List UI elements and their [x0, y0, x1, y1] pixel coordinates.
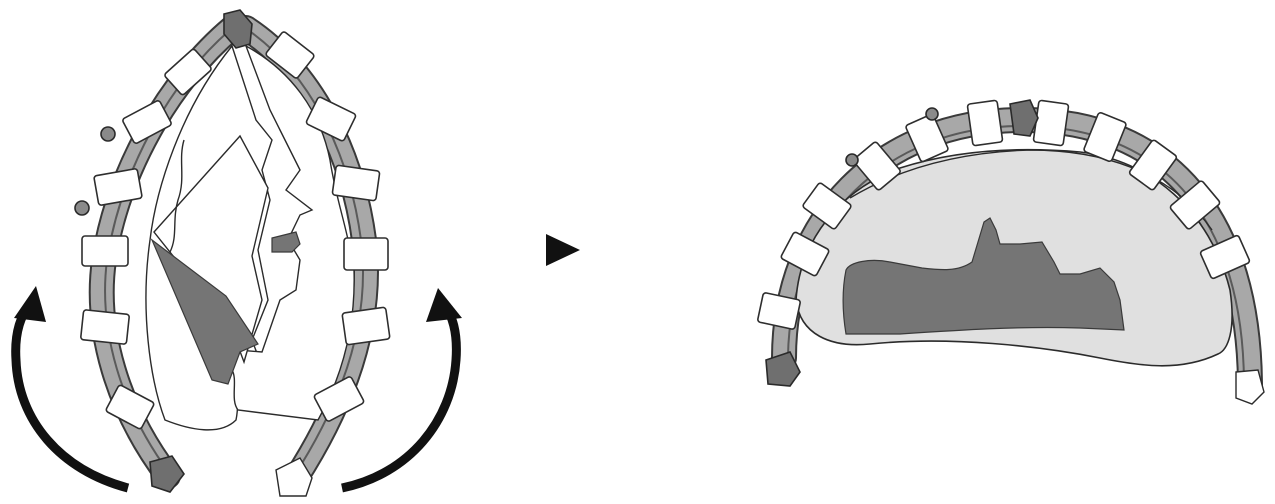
strap — [1032, 99, 1070, 147]
right-arm-straps — [265, 31, 391, 422]
strap — [331, 164, 381, 202]
strap — [164, 48, 212, 96]
strap — [122, 100, 172, 144]
top-hinge — [1009, 99, 1039, 137]
top-hinge — [223, 9, 253, 49]
strap — [966, 99, 1004, 147]
left-end-cap — [765, 351, 801, 387]
strap — [1128, 139, 1178, 191]
strap — [757, 292, 801, 330]
arc-hardware — [765, 99, 1265, 405]
strap — [1199, 234, 1251, 280]
strap — [343, 237, 389, 271]
strap — [341, 306, 391, 346]
bottom-right-end-cap — [275, 457, 313, 497]
knob — [925, 107, 939, 121]
knob — [845, 153, 859, 167]
strap — [1083, 112, 1127, 162]
dark-insert — [842, 217, 1125, 335]
strap — [780, 231, 830, 277]
strap — [81, 235, 129, 267]
dark-insert-left — [150, 238, 259, 385]
dark-insert-small — [271, 231, 301, 253]
right-end-cap — [1235, 369, 1265, 405]
strap — [80, 309, 130, 345]
rotation-arrow-left — [11, 286, 130, 493]
left-arm-straps — [80, 48, 212, 430]
garment-rim — [849, 149, 1213, 231]
arrowhead-icon — [426, 288, 462, 322]
strap — [93, 168, 143, 206]
rotation-arrow-right — [341, 288, 462, 493]
bottom-left-end-cap — [149, 455, 185, 493]
knob — [74, 200, 90, 216]
seam-line — [169, 139, 185, 253]
strap — [905, 113, 949, 163]
strap — [265, 31, 315, 79]
strap — [305, 96, 357, 142]
strap — [313, 376, 365, 422]
closed-frame-assembly — [757, 99, 1265, 405]
knob — [100, 126, 116, 142]
frame-hardware — [74, 9, 313, 497]
strap — [802, 182, 852, 230]
garment-outline — [145, 44, 355, 431]
strap — [105, 384, 155, 430]
play-triangle-icon — [546, 234, 580, 266]
open-frame-assembly — [11, 9, 462, 497]
arc-straps — [757, 99, 1251, 330]
arrowhead-icon — [14, 286, 46, 322]
strap — [1169, 180, 1221, 230]
strap — [853, 141, 901, 191]
